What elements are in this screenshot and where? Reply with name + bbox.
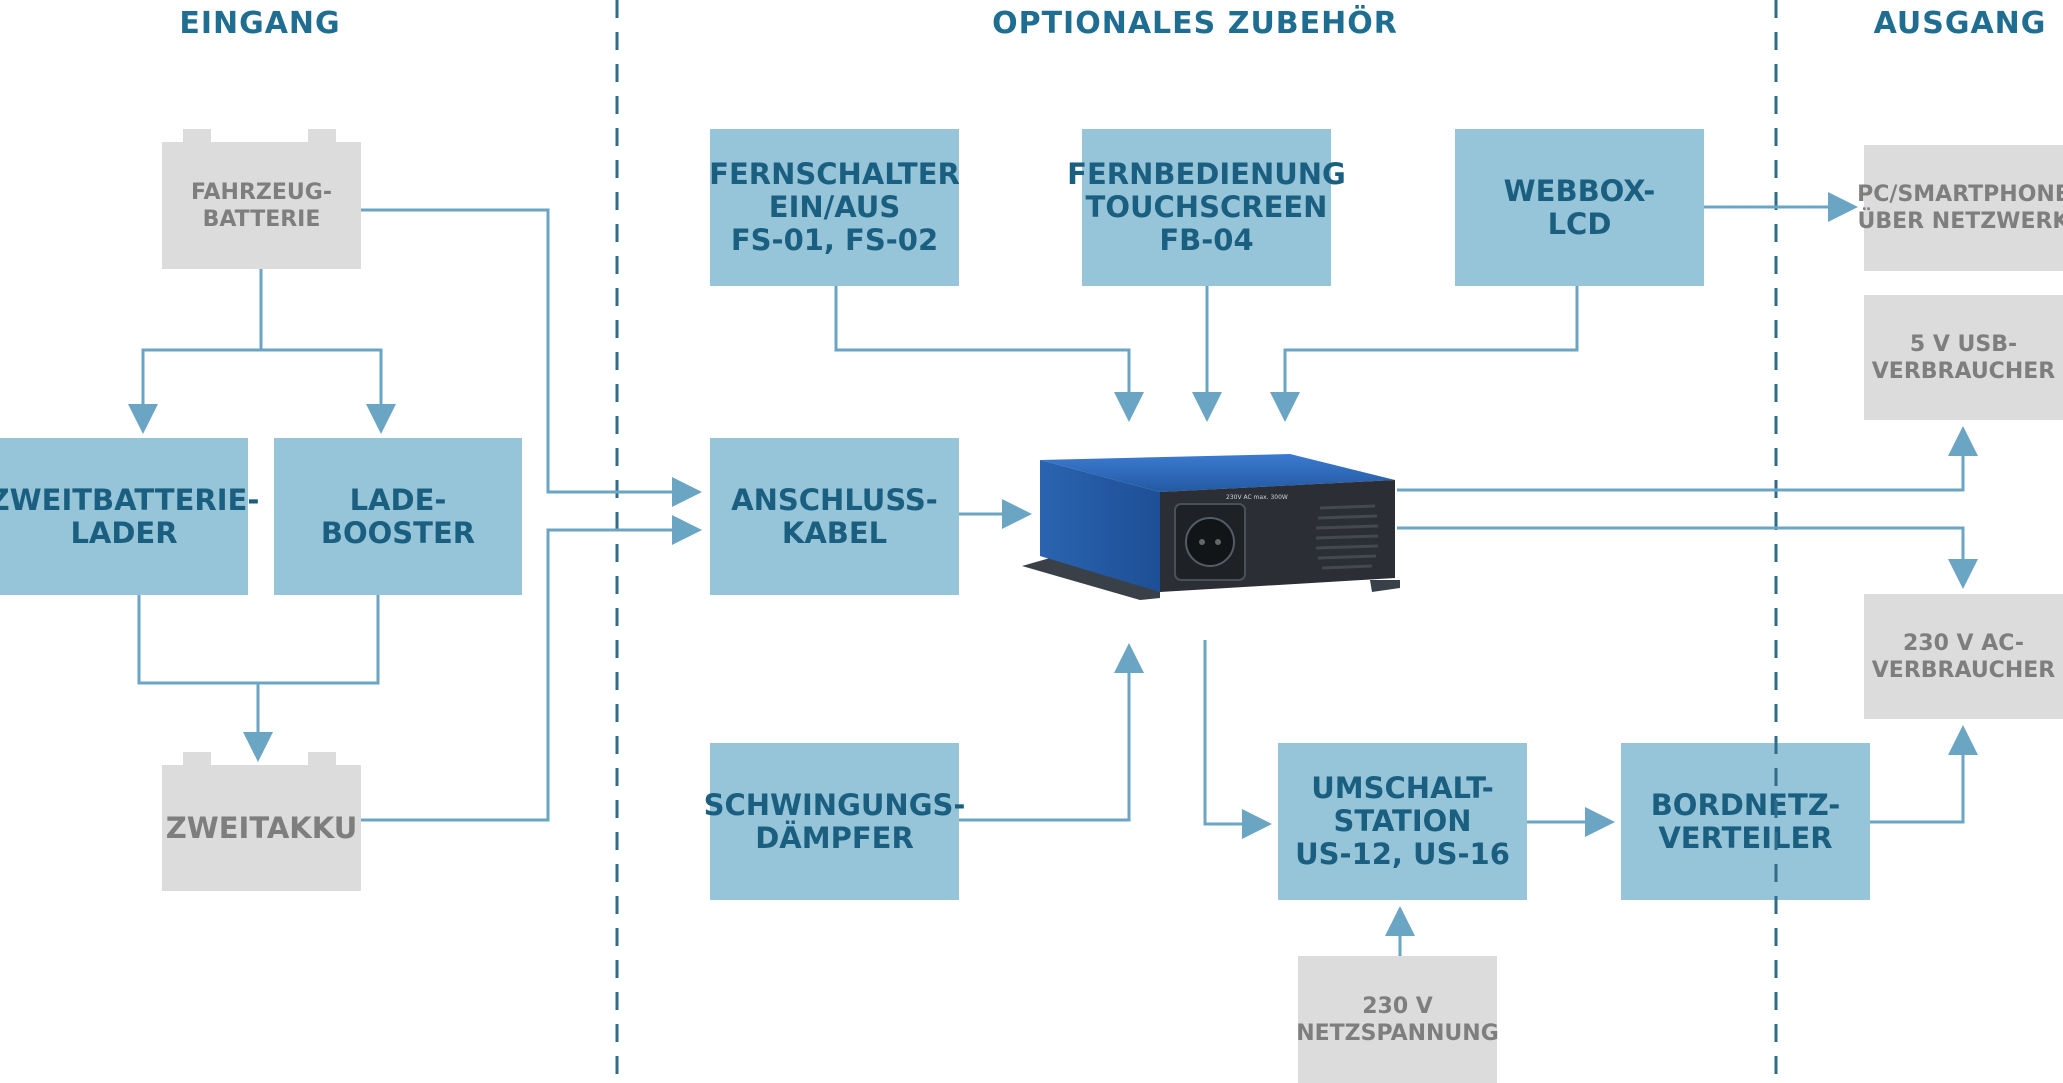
heading-optionales-zubehoer: OPTIONALES ZUBEHÖR xyxy=(992,6,1398,41)
box-netzspannung: 230 V NETZSPANNUNG xyxy=(1296,956,1499,1083)
box-bordnetzverteiler: BORDNETZ- VERTEILER xyxy=(1621,743,1870,900)
lade-booster-label: LADE- BOOSTER xyxy=(320,482,476,550)
battery-post-right xyxy=(308,129,336,143)
line-zweitakku-to-kabel xyxy=(361,515,702,822)
zweitakku-label: ZWEITAKKU xyxy=(165,810,358,845)
line-battery-to-kabel xyxy=(361,208,702,507)
line-device-to-ac xyxy=(1397,526,1978,589)
zweitakku-post-right xyxy=(308,752,336,766)
inverter-device xyxy=(1022,454,1400,600)
fahrzeug-batterie-label: FAHRZEUG- BATTERIE xyxy=(191,179,332,232)
heading-eingang: EINGANG xyxy=(179,6,341,41)
box-umschaltstation: UMSCHALT- STATION US-12, US-16 xyxy=(1278,743,1527,900)
box-ac-verbraucher: 230 V AC- VERBRAUCHER xyxy=(1864,594,2063,719)
bordnetzverteiler-label: BORDNETZ- VERTEILER xyxy=(1650,787,1841,855)
box-fernbedienung: FERNBEDIENUNG TOUCHSCREEN FB-04 xyxy=(1067,129,1346,286)
box-fernschalter: FERNSCHALTER EIN/AUS FS-01, FS-02 xyxy=(709,129,960,286)
ac-verbraucher-label: 230 V AC- VERBRAUCHER xyxy=(1871,630,2056,683)
anschlusskabel-label: ANSCHLUSS- KABEL xyxy=(731,482,938,550)
umschaltstation-label: UMSCHALT- STATION US-12, US-16 xyxy=(1295,771,1510,871)
schwingungsdaempfer-label: SCHWINGUNGS- DÄMPFER xyxy=(703,787,966,855)
heading-ausgang: AUSGANG xyxy=(1873,6,2047,41)
pc-smartphone-label: PC/SMARTPHONE ÜBER NETZWERK xyxy=(1857,182,2063,234)
zweitakku-post-left xyxy=(183,752,211,766)
webbox-lcd-label: WEBBOX- LCD xyxy=(1503,173,1656,241)
box-pc-smartphone: PC/SMARTPHONE ÜBER NETZWERK xyxy=(1857,145,2063,271)
line-battery-to-chargers xyxy=(128,269,263,434)
fernschalter-label: FERNSCHALTER EIN/AUS FS-01, FS-02 xyxy=(709,157,960,257)
box-schwingungsdaempfer: SCHWINGUNGS- DÄMPFER xyxy=(704,743,965,900)
box-usb-verbraucher: 5 V USB- VERBRAUCHER xyxy=(1864,295,2063,420)
line-bordnetz-to-ac xyxy=(1870,725,1978,824)
fernbedienung-label: FERNBEDIENUNG TOUCHSCREEN FB-04 xyxy=(1067,157,1346,257)
battery-post-left xyxy=(183,129,211,143)
usb-verbraucher-label: 5 V USB- VERBRAUCHER xyxy=(1871,331,2056,384)
line-battery-to-booster xyxy=(261,348,396,434)
box-webbox-lcd: WEBBOX- LCD xyxy=(1455,129,1704,286)
box-lade-booster: LADE- BOOSTER xyxy=(274,438,522,595)
netzspannung-label: 230 V NETZSPANNUNG xyxy=(1296,993,1499,1046)
zweitbatterie-lader-label: ZWEITBATTERIE- LADER xyxy=(0,482,260,550)
line-device-to-usb xyxy=(1397,426,1978,492)
line-device-to-umschalt xyxy=(1203,640,1272,839)
line-chargers-to-zweitakku xyxy=(137,595,380,685)
box-anschlusskabel: ANSCHLUSS- KABEL xyxy=(710,438,959,595)
line-webbox-to-device xyxy=(1270,286,1579,422)
line-fernschalter-to-device xyxy=(834,286,1144,422)
device-label: 230V AC max. 300W xyxy=(1226,494,1288,501)
box-fahrzeug-batterie: FAHRZEUG- BATTERIE xyxy=(162,142,361,269)
line-daempfer-to-device xyxy=(959,643,1144,822)
box-zweitakku: ZWEITAKKU xyxy=(162,765,361,891)
box-zweitbatterie-lader: ZWEITBATTERIE- LADER xyxy=(0,438,259,595)
